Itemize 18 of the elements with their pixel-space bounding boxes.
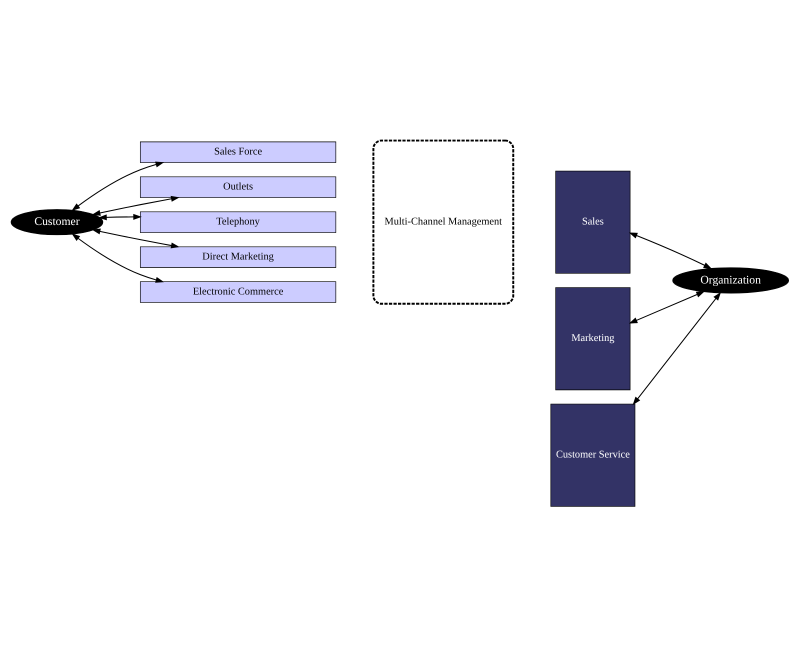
arrow (92, 228, 180, 248)
arrow (98, 213, 142, 220)
node-ellipse: Organization (672, 266, 789, 293)
node-box: Customer Service (550, 403, 636, 506)
arrow (72, 161, 164, 210)
node-box: Sales Force (140, 141, 336, 162)
arrow (72, 232, 164, 282)
arrow (632, 291, 722, 405)
node-box: Direct Marketing (140, 246, 336, 268)
node-box: Outlets (140, 176, 336, 198)
node-box: Telephony (140, 210, 336, 232)
arrow (92, 195, 180, 216)
node-box: Electronic Commerce (140, 280, 336, 302)
node-box: Marketing (555, 286, 630, 390)
node-box: Sales (555, 170, 630, 274)
arrow (628, 290, 705, 324)
arrow (628, 232, 712, 269)
node-box: Multi-Channel Management (372, 139, 514, 304)
